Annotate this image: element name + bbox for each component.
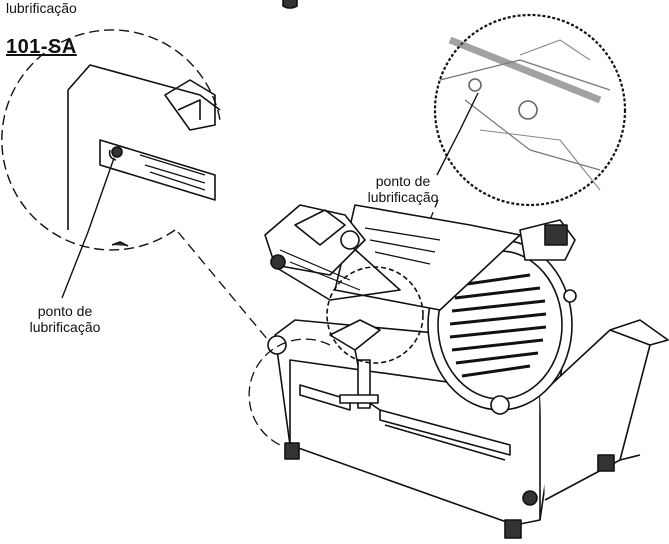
- top-lubrication-label: lubrificação: [6, 0, 77, 16]
- model-code: 101-SA: [6, 36, 77, 58]
- left-callout-line2: lubrificação: [29, 319, 101, 335]
- left-lubrication-point-label: ponto de lubrificação: [10, 303, 120, 335]
- right-lubrication-point-label: ponto de lubrificação: [348, 173, 458, 205]
- left-callout-line1: ponto de: [37, 303, 93, 319]
- right-detail-circle: [433, 13, 627, 207]
- right-callout-line2: lubrificação: [367, 189, 439, 205]
- left-connector-1: [177, 231, 269, 341]
- slicer-machine: [248, 204, 669, 539]
- left-leader-line: [61, 157, 115, 299]
- left-detail-circle: [1, 29, 221, 251]
- top-foot: [282, 0, 298, 9]
- right-callout-line1: ponto de: [375, 173, 431, 189]
- right-leader-line: [436, 92, 479, 176]
